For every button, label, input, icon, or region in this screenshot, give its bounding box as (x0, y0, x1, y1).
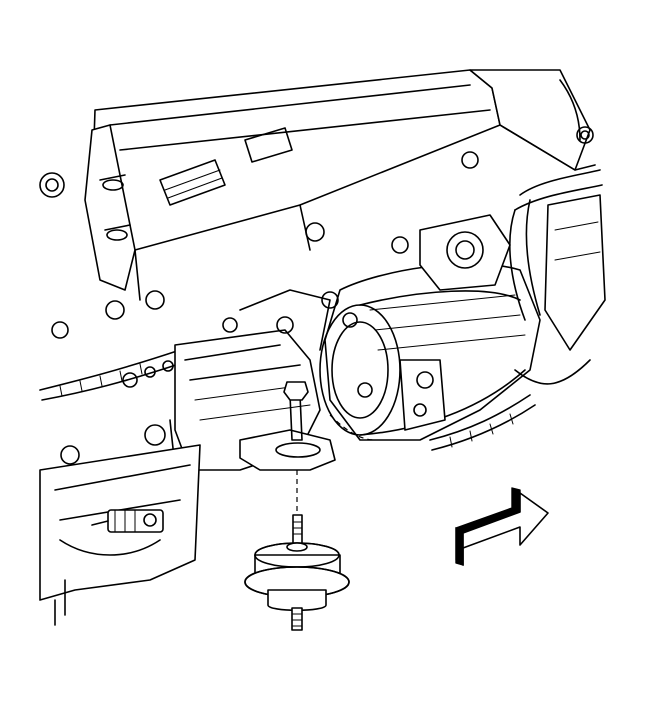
engine-mount-bracket (239, 381, 336, 471)
engine-block (84, 69, 596, 301)
mount-stud (292, 514, 303, 548)
electrical-connector (91, 509, 164, 533)
sensor-plug (39, 172, 65, 198)
engine-mount (244, 542, 350, 631)
oil-pan (39, 444, 201, 626)
front-of-vehicle-arrow-icon (455, 487, 549, 567)
coolant-hose (509, 169, 606, 385)
alignment-arc (329, 414, 376, 441)
alternator (319, 214, 541, 441)
bolt-cluster (51, 130, 590, 465)
